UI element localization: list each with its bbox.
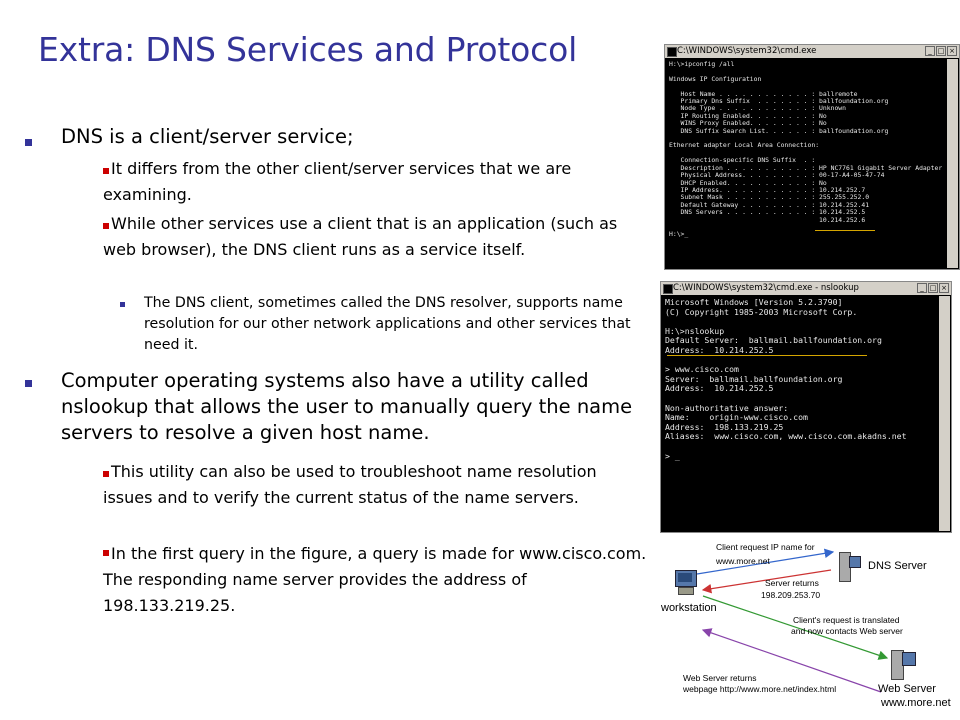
window-controls: _ □ × <box>917 283 949 293</box>
dns-server-icon <box>839 552 861 582</box>
label-webserver-returns: Web Server returns <box>683 673 757 683</box>
window-controls: _ □ × <box>925 46 957 56</box>
label-server-returns: Server returns <box>765 578 819 588</box>
cmd-icon <box>667 47 677 57</box>
slide-title: Extra: DNS Services and Protocol <box>38 30 578 69</box>
bullet-marker <box>120 302 125 307</box>
bullet-marker <box>103 550 109 556</box>
label-client-request-host: www.more.net <box>716 556 770 566</box>
console-output: H:\>ipconfig /all Windows IP Configurati… <box>669 61 943 239</box>
bullet-dns-client-service: While other services use a client that i… <box>103 214 618 259</box>
window-title: C:\WINDOWS\system32\cmd.exe <box>677 46 817 56</box>
bullet-marker <box>25 139 32 146</box>
label-contacts-webserver: and now contacts Web server <box>791 626 903 636</box>
diagram-arrows <box>696 548 889 693</box>
window-title: C:\WINDOWS\system32\cmd.exe - nslookup <box>673 283 859 293</box>
close-button[interactable]: × <box>947 46 957 56</box>
arrow-client-request <box>696 548 835 575</box>
cmd-window-nslookup: C:\WINDOWS\system32\cmd.exe - nslookup _… <box>660 281 952 533</box>
cmd-icon <box>663 284 673 294</box>
arrow-server-returns <box>701 569 832 594</box>
scrollbar[interactable] <box>947 59 958 268</box>
console-output: Microsoft Windows [Version 5.2.3790] (C)… <box>665 298 907 461</box>
arrow-contact-webserver <box>702 595 889 660</box>
web-server-url: www.more.net <box>881 697 951 709</box>
bullet-marker <box>103 168 109 174</box>
bullet-marker <box>103 223 109 229</box>
window-titlebar: C:\WINDOWS\system32\cmd.exe - nslookup <box>661 282 951 295</box>
web-server-label: Web Server <box>878 683 936 695</box>
minimize-button[interactable]: _ <box>917 283 927 293</box>
bullet-differs: It differs from the other client/server … <box>103 159 572 204</box>
label-server-returns-ip: 198.209.253.70 <box>761 590 821 600</box>
dns-lookup-diagram: workstation DNS Server Web Server www.mo… <box>655 530 960 720</box>
workstation-label: workstation <box>661 602 717 614</box>
bullet-dns-resolver: The DNS client, sometimes called the DNS… <box>144 295 631 353</box>
label-request-translated: Client's request is translated <box>793 615 900 625</box>
bullet-dns-client-server: DNS is a client/server service; <box>61 125 354 148</box>
bullet-first-query: In the first query in the figure, a quer… <box>103 544 647 615</box>
highlight-underline <box>815 230 875 231</box>
window-titlebar: C:\WINDOWS\system32\cmd.exe <box>665 45 959 58</box>
web-server-icon <box>891 648 916 680</box>
bullet-troubleshoot: This utility can also be used to trouble… <box>103 462 597 507</box>
highlight-underline <box>667 355 867 356</box>
label-webpage-url: webpage http://www.more.net/index.html <box>683 684 837 694</box>
minimize-button[interactable]: _ <box>925 46 935 56</box>
workstation-icon <box>675 570 697 598</box>
label-client-request: Client request IP name for <box>716 542 815 552</box>
close-button[interactable]: × <box>939 283 949 293</box>
arrow-webpage-returns <box>701 628 882 693</box>
scrollbar[interactable] <box>939 296 950 531</box>
maximize-button[interactable]: □ <box>928 283 938 293</box>
bullet-marker <box>25 380 32 387</box>
bullet-nslookup: Computer operating systems also have a u… <box>61 369 633 444</box>
cmd-window-ipconfig: C:\WINDOWS\system32\cmd.exe _ □ × H:\>ip… <box>664 44 960 270</box>
bullet-marker <box>103 471 109 477</box>
dns-server-label: DNS Server <box>868 560 927 572</box>
maximize-button[interactable]: □ <box>936 46 946 56</box>
